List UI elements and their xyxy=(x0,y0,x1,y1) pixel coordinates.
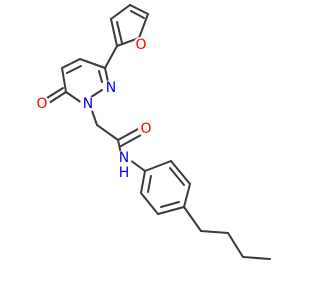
bond-furan-c3-c2-inner xyxy=(116,21,123,44)
bond-furan-pyridazine xyxy=(104,45,118,69)
phenyl-ring xyxy=(140,160,191,215)
bond-butyl-3 xyxy=(227,232,244,258)
structure-svg: O N N O O N H xyxy=(34,4,271,260)
butyl-chain xyxy=(183,206,271,260)
bond-ph-c4-c5-inner xyxy=(160,201,180,208)
atom-labels: O N N O O N H xyxy=(34,37,154,181)
amide-hydrogen-label: H xyxy=(119,165,130,181)
bond-furan-c3-c2 xyxy=(110,18,118,47)
bond-ph-c2-c3-inner xyxy=(169,167,185,186)
amide-oxygen-label: O xyxy=(140,121,151,137)
pyridazine-n1-label: N xyxy=(83,96,93,112)
bond-butyl-2 xyxy=(200,230,229,234)
furan-ring xyxy=(110,4,149,47)
pyridazine-n2-label: N xyxy=(106,80,116,96)
bond-furan-c5-c4 xyxy=(129,4,149,15)
bond-ph-c6-c1-inner xyxy=(147,175,152,193)
bond-furan-o-c5 xyxy=(138,13,149,39)
bond-c5-c6 xyxy=(61,67,67,93)
bond-furan-c2-o xyxy=(116,37,140,47)
bond-n2-c3 xyxy=(104,67,109,83)
bond-c3-c4 xyxy=(79,58,106,69)
bond-c6-keto-o xyxy=(48,91,67,104)
bond-c6-n1 xyxy=(65,91,83,104)
bond-ph-c4-c5 xyxy=(157,206,185,215)
bond-ph-c2-c3 xyxy=(170,160,191,185)
bond-nh-phenyl xyxy=(129,159,146,172)
furan-oxygen-label: O xyxy=(135,37,146,53)
pyridazinone-ring xyxy=(46,58,109,104)
bond-butyl-4 xyxy=(242,256,271,260)
bond-furan-c5-c4-inner xyxy=(130,10,145,19)
bond-c4-c5-inner xyxy=(66,65,82,74)
bond-n2-c3-inner xyxy=(98,70,103,83)
bond-ph-c1-c2 xyxy=(144,160,172,172)
bond-ch2-carbonyl xyxy=(96,124,119,141)
amide-nitrogen-label: N xyxy=(119,150,129,166)
bond-carbonyl-o-double xyxy=(120,134,142,147)
bond-carbonyl-o xyxy=(117,128,139,141)
keto-oxygen-label: O xyxy=(36,96,47,112)
bond-ph-c6-c1 xyxy=(140,170,146,194)
bond-furan-c4-c3 xyxy=(110,4,131,20)
bond-c4-c5 xyxy=(61,58,81,69)
bond-c6-keto-o-double xyxy=(46,87,64,99)
bond-ph-c5-c6 xyxy=(140,192,159,215)
bond-butyl-1 xyxy=(183,206,202,232)
bond-ph-c3-c4 xyxy=(183,183,191,208)
molecule-drawing: O N N O O N H xyxy=(34,4,271,260)
